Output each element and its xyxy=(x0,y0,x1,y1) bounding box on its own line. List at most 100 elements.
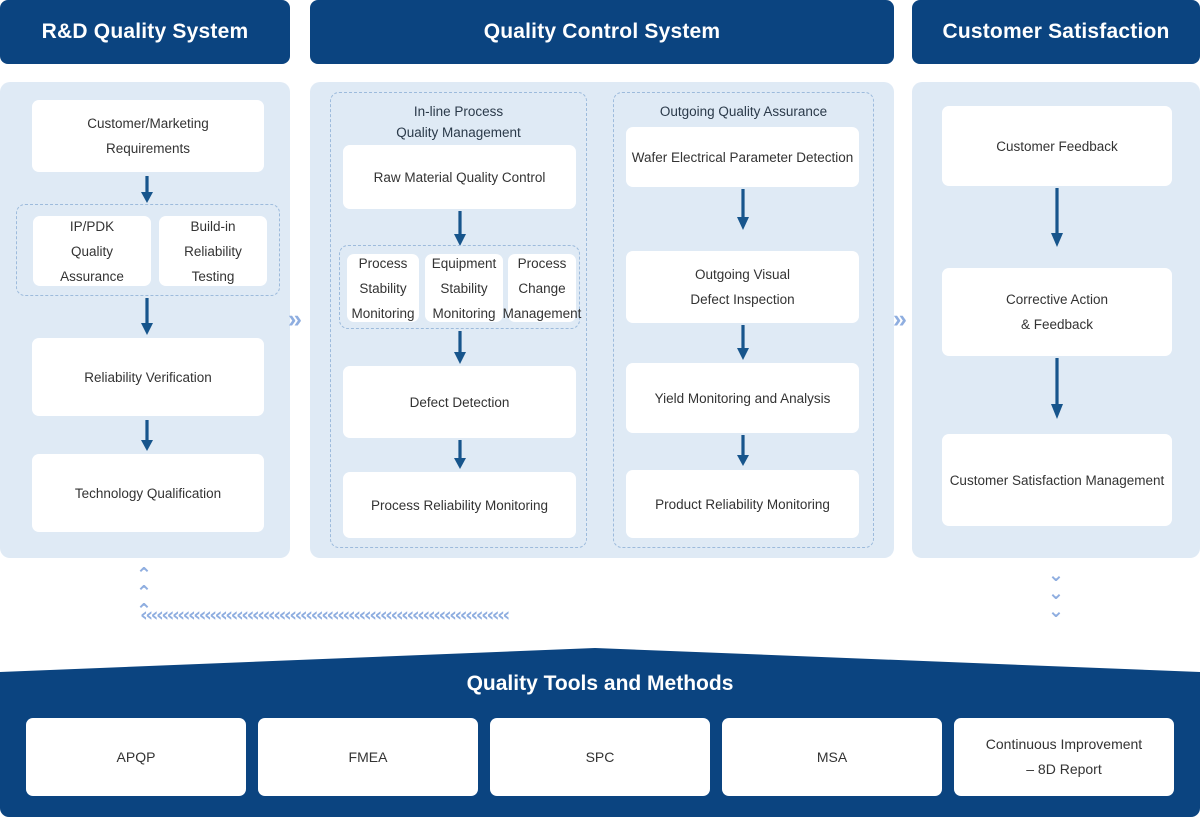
node-line: Customer Satisfaction Management xyxy=(949,472,1165,488)
quality-tools-list: APQP FMEA SPC MSA Continuous Improvement… xyxy=(26,718,1174,796)
node-line: Change xyxy=(518,280,566,296)
tool-fmea[interactable]: FMEA xyxy=(258,718,478,796)
node-line: IP/PDK xyxy=(69,218,115,234)
tool-spc[interactable]: SPC xyxy=(490,718,710,796)
node-line: Process xyxy=(517,255,567,271)
stage-connector-rd-to-qc: » xyxy=(288,305,302,333)
node-line: Quality xyxy=(70,243,114,259)
chevron-up-icon: ⌃⌃⌃ xyxy=(133,564,155,618)
arrow-down-cs-2 xyxy=(1048,358,1066,420)
arrow-down-rd-3 xyxy=(138,420,156,452)
arrow-down-rd-1 xyxy=(138,176,156,204)
arrow-down-qc-inline-2 xyxy=(451,331,469,365)
quality-tools-title-label: Quality Tools and Methods xyxy=(466,672,734,695)
node-line: & Feedback xyxy=(1020,317,1094,332)
node-customer-satisfaction-management[interactable]: Customer Satisfaction Management xyxy=(942,434,1172,526)
node-process-stability-monitoring[interactable]: Process Stability Monitoring xyxy=(347,254,419,322)
node-line: Customer/Marketing xyxy=(87,116,209,131)
column-header-rd-quality-system: R&D Quality System xyxy=(0,0,290,64)
tool-continuous-improvement[interactable]: Continuous Improvement – 8D Report xyxy=(954,718,1174,796)
node-line: Stability xyxy=(359,280,407,296)
arrow-down-qc-inline-1 xyxy=(451,211,469,247)
node-line: Defect Inspection xyxy=(690,292,795,307)
column-header-quality-control-system: Quality Control System xyxy=(310,0,894,64)
node-line: Stability xyxy=(440,280,488,296)
tool-label: FMEA xyxy=(348,748,388,765)
double-chevron-right-icon: » xyxy=(893,305,907,333)
column-header-customer-satisfaction: Customer Satisfaction xyxy=(912,0,1200,64)
column-header-rd-label: R&D Quality System xyxy=(41,20,249,43)
node-line: Process Reliability Monitoring xyxy=(370,497,549,513)
group-outgoing-title: Outgoing Quality Assurance xyxy=(614,101,873,122)
feedback-down-chevrons-right: ⌄⌄⌄ xyxy=(1043,564,1069,619)
arrow-down-cs-1 xyxy=(1048,188,1066,248)
arrow-down-qc-out-3 xyxy=(734,435,752,467)
node-defect-detection[interactable]: Defect Detection xyxy=(343,366,576,438)
node-raw-material-quality-control[interactable]: Raw Material Quality Control xyxy=(343,145,576,209)
node-line: Outgoing Visual xyxy=(694,267,791,282)
tool-label: – 8D Report xyxy=(1026,761,1102,777)
feedback-loop-rail: ‹‹‹‹‹‹‹‹‹‹‹‹‹‹‹‹‹‹‹‹‹‹‹‹‹‹‹‹‹‹‹‹‹‹‹‹‹‹‹‹… xyxy=(140,606,1065,625)
node-product-reliability-monitoring[interactable]: Product Reliability Monitoring xyxy=(626,470,859,538)
arrow-down-qc-out-2 xyxy=(734,325,752,361)
group-inline-process-quality-management: In-line Process Quality Management Raw M… xyxy=(330,92,587,548)
tool-label: SPC xyxy=(585,748,615,765)
group-outgoing-quality-assurance: Outgoing Quality Assurance Wafer Electri… xyxy=(613,92,874,548)
node-line: Corrective Action xyxy=(1005,292,1109,307)
group-inline-title: In-line Process Quality Management xyxy=(331,101,586,143)
chevron-left-icon-row: ‹‹‹‹‹‹‹‹‹‹‹‹‹‹‹‹‹‹‹‹‹‹‹‹‹‹‹‹‹‹‹‹‹‹‹‹‹‹‹‹… xyxy=(140,606,510,625)
node-technology-qualification[interactable]: Technology Qualification xyxy=(32,454,264,532)
node-line: Monitoring xyxy=(351,305,415,321)
node-line: Testing xyxy=(191,268,235,284)
quality-tools-title: Quality Tools and Methods xyxy=(0,672,1200,696)
node-corrective-action-feedback[interactable]: Corrective Action & Feedback xyxy=(942,268,1172,356)
tool-apqp[interactable]: APQP xyxy=(26,718,246,796)
arrow-down-rd-2 xyxy=(138,298,156,336)
node-line: Wafer Electrical Parameter Detection xyxy=(631,149,854,165)
feedback-up-chevrons-left: ⌃⌃⌃ xyxy=(131,564,157,619)
node-line: Equipment xyxy=(431,255,497,271)
node-wafer-electrical-parameter-detection[interactable]: Wafer Electrical Parameter Detection xyxy=(626,127,859,187)
node-line: Reliability xyxy=(184,243,242,259)
node-customer-feedback[interactable]: Customer Feedback xyxy=(942,106,1172,186)
tool-label: MSA xyxy=(816,748,848,765)
node-line: Process xyxy=(358,255,408,271)
node-build-in-reliability-testing[interactable]: Build-in Reliability Testing xyxy=(159,216,267,286)
column-header-cs-label: Customer Satisfaction xyxy=(942,20,1170,43)
group-inline-monitoring: Process Stability Monitoring Equipment S… xyxy=(339,245,581,329)
column-body-quality-control-system: In-line Process Quality Management Raw M… xyxy=(310,82,894,558)
group-title-line: In-line Process xyxy=(413,104,504,119)
column-header-qc-label: Quality Control System xyxy=(483,20,721,43)
double-chevron-right-icon: » xyxy=(288,305,302,333)
node-line: Monitoring xyxy=(432,305,496,321)
group-title-line: Quality Management xyxy=(396,125,521,140)
node-process-reliability-monitoring[interactable]: Process Reliability Monitoring xyxy=(343,472,576,538)
node-reliability-verification[interactable]: Reliability Verification xyxy=(32,338,264,416)
node-line: Assurance xyxy=(60,268,124,284)
node-yield-monitoring-and-analysis[interactable]: Yield Monitoring and Analysis xyxy=(626,363,859,433)
node-equipment-stability-monitoring[interactable]: Equipment Stability Monitoring xyxy=(425,254,503,322)
node-line: Yield Monitoring and Analysis xyxy=(654,390,831,406)
arrow-down-qc-inline-3 xyxy=(451,440,469,470)
node-outgoing-visual-defect-inspection[interactable]: Outgoing Visual Defect Inspection xyxy=(626,251,859,323)
column-body-rd-quality-system: Customer/Marketing Requirements IP/PDK Q… xyxy=(0,82,290,558)
node-line: Reliability Verification xyxy=(84,369,212,385)
node-line: Defect Detection xyxy=(409,394,510,410)
node-line: Build-in xyxy=(190,218,236,234)
node-line: Customer Feedback xyxy=(996,138,1118,154)
node-line: Management xyxy=(502,305,582,321)
node-line: Technology Qualification xyxy=(74,485,222,501)
arrow-down-qc-out-1 xyxy=(734,189,752,231)
tool-label: APQP xyxy=(116,748,156,765)
stage-connector-qc-to-cs: » xyxy=(893,305,907,333)
node-process-change-management[interactable]: Process Change Management xyxy=(503,254,581,322)
tool-msa[interactable]: MSA xyxy=(722,718,942,796)
group-rd-design-quality: IP/PDK Quality Assurance Build-in Reliab… xyxy=(16,204,280,296)
node-line: Requirements xyxy=(105,141,191,156)
chevron-down-icon: ⌄⌄⌄ xyxy=(1045,564,1067,618)
node-customer-marketing-requirements[interactable]: Customer/Marketing Requirements xyxy=(32,100,264,172)
column-body-customer-satisfaction: Customer Feedback Corrective Action & Fe… xyxy=(912,82,1200,558)
node-line: Product Reliability Monitoring xyxy=(655,496,830,512)
node-ip-pdk-quality-assurance[interactable]: IP/PDK Quality Assurance xyxy=(33,216,151,286)
